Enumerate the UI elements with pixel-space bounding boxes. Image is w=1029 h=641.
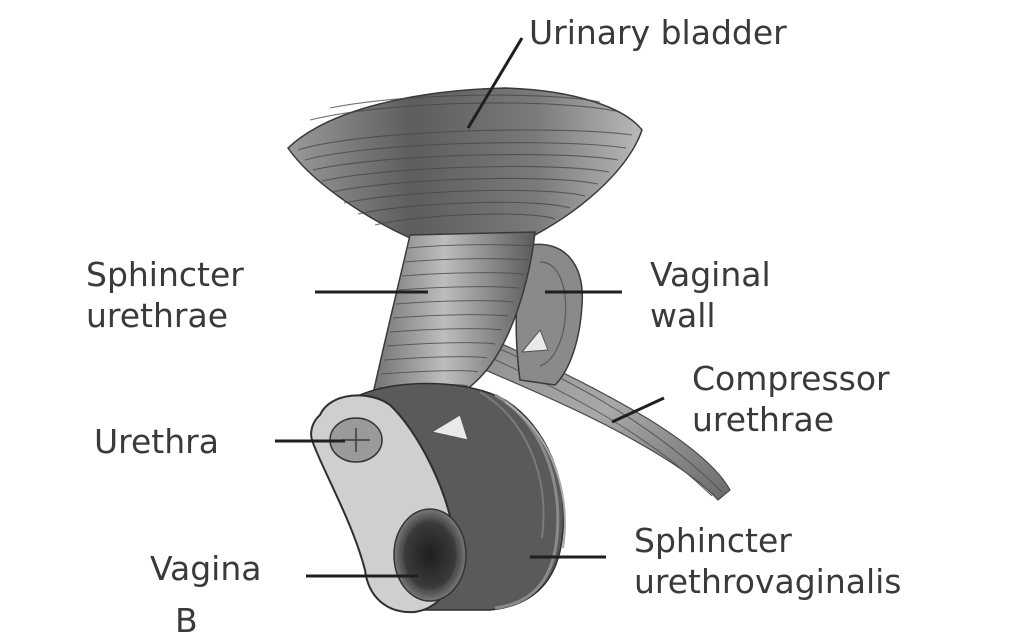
- label-compressor-urethrae-line2: urethrae: [692, 399, 890, 440]
- vagina-lumen: [394, 509, 466, 601]
- label-sphincter-urethrovaginalis-line2: urethrovaginalis: [634, 561, 901, 602]
- label-vagina: Vagina: [150, 548, 262, 589]
- anatomy-figure: Urinary bladder Sphincter urethrae Vagin…: [0, 0, 1029, 625]
- label-urethra: Urethra: [94, 421, 219, 462]
- label-vaginal-wall-line1: Vaginal: [650, 254, 771, 295]
- label-compressor-urethrae-line1: Compressor: [692, 358, 890, 399]
- label-sphincter-urethrae-line2: urethrae: [86, 295, 244, 336]
- label-sphincter-urethrae-line1: Sphincter: [86, 254, 244, 295]
- sphincter-urethrae-muscle: [370, 232, 535, 408]
- urinary-bladder-shape: [288, 88, 642, 238]
- label-urinary-bladder: Urinary bladder: [529, 12, 787, 53]
- label-sphincter-urethrae: Sphincter urethrae: [86, 254, 244, 336]
- panel-letter: B: [175, 600, 198, 641]
- label-sphincter-urethrovaginalis-line1: Sphincter: [634, 520, 901, 561]
- label-sphincter-urethrovaginalis: Sphincter urethrovaginalis: [634, 520, 901, 602]
- label-vaginal-wall-line2: wall: [650, 295, 771, 336]
- label-compressor-urethrae: Compressor urethrae: [692, 358, 890, 440]
- label-vaginal-wall: Vaginal wall: [650, 254, 771, 336]
